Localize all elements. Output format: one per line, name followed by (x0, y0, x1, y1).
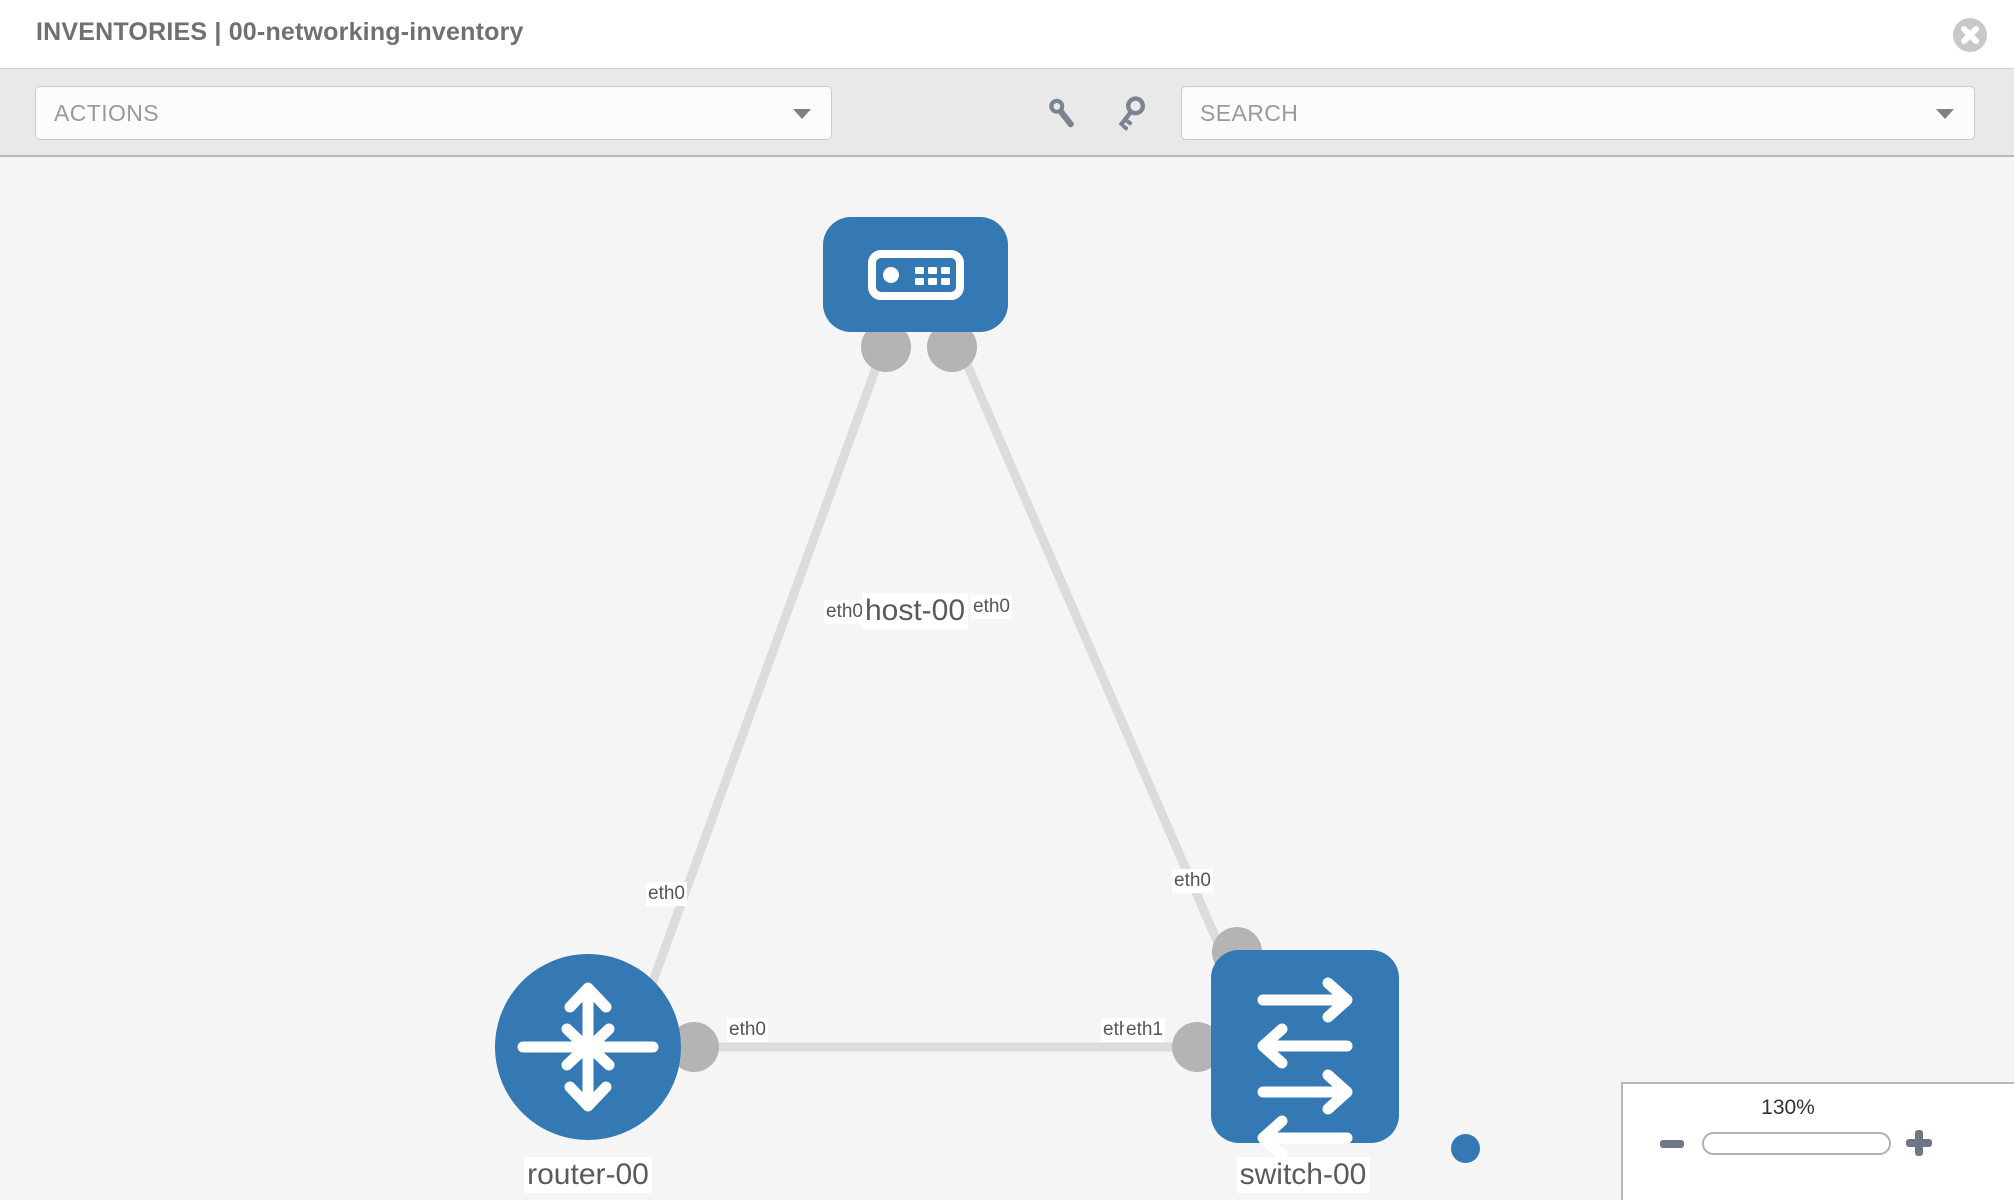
server-icon (868, 250, 964, 300)
chevron-down-icon (1936, 109, 1954, 119)
zoom-slider-thumb[interactable] (1451, 1134, 1480, 1163)
interface-dot[interactable] (927, 322, 977, 372)
toolbar: ACTIONS SEARCH (0, 68, 2014, 157)
actions-dropdown[interactable]: ACTIONS (35, 86, 832, 140)
node-label-switch-00: switch-00 (1236, 1157, 1370, 1193)
search-input[interactable]: SEARCH (1181, 86, 1975, 140)
edge-label-interface: eth0 (646, 882, 687, 906)
interface-dot[interactable] (669, 1022, 719, 1072)
edge-label-interface: eth0 (1172, 869, 1213, 893)
edge-label-interface: eth0 (824, 600, 865, 624)
node-host-00[interactable] (823, 217, 1008, 332)
page-title: INVENTORIES | 00-networking-inventory (36, 18, 524, 46)
titlebar: INVENTORIES | 00-networking-inventory (0, 0, 2014, 68)
node-label-host-00: host-00 (861, 593, 969, 629)
node-label-router-00: router-00 (524, 1157, 652, 1193)
actions-dropdown-label: ACTIONS (54, 100, 160, 126)
topology-edges (635, 330, 1255, 1052)
switch-arrows-icon (1257, 977, 1353, 1161)
interface-dot[interactable] (1172, 1022, 1222, 1072)
topology-canvas[interactable]: eth0 eth0 eth0 eth0 eth0 eth eth1 host-0… (0, 157, 2014, 1200)
chevron-down-icon (793, 109, 811, 119)
close-icon[interactable] (1953, 18, 1987, 52)
edge-label-interface: eth1 (1124, 1018, 1165, 1042)
key-icon[interactable] (1110, 93, 1150, 133)
search-placeholder: SEARCH (1200, 100, 1299, 126)
node-router-00[interactable] (495, 954, 681, 1140)
edge-host00-switch00[interactable] (948, 330, 1255, 1019)
edge-label-interface: eth0 (727, 1018, 768, 1042)
wrench-icon[interactable] (1042, 93, 1082, 133)
minus-icon[interactable] (1660, 1140, 1684, 1148)
router-arrows-icon (517, 982, 659, 1112)
interface-dot[interactable] (861, 322, 911, 372)
edge-host00-router00[interactable] (635, 330, 894, 1019)
topology-graph (495, 217, 1399, 1161)
zoom-level-value: 130% (1761, 1096, 1815, 1119)
zoom-panel: 130% (1621, 1082, 2014, 1200)
zoom-slider[interactable] (1702, 1132, 1891, 1155)
edge-label-interface: eth0 (971, 595, 1012, 619)
node-switch-00[interactable] (1211, 950, 1399, 1161)
plus-icon[interactable] (1906, 1130, 1932, 1156)
